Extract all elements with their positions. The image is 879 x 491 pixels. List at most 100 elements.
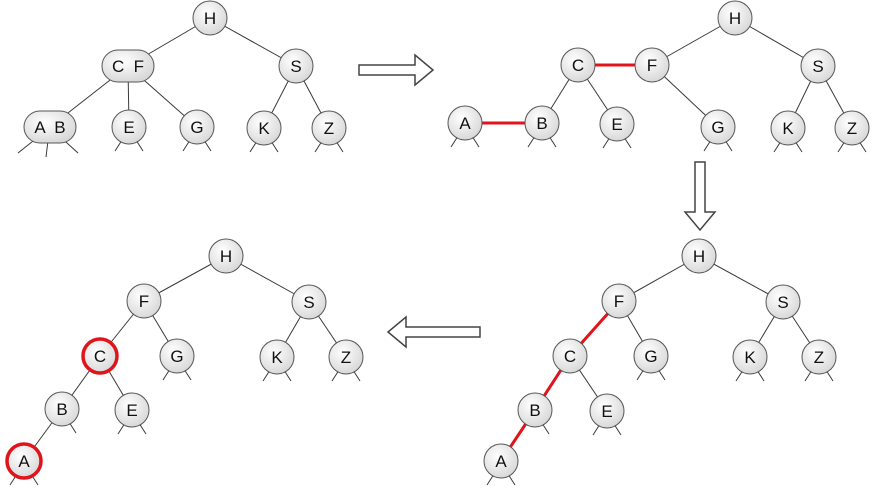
node-e: E <box>589 393 625 429</box>
node-e: E <box>114 392 150 428</box>
node-label: E <box>601 402 612 421</box>
red-node-ring <box>5 442 43 480</box>
node-label: A B <box>34 118 65 137</box>
nodes: H C F S A B E G K Z <box>447 0 870 146</box>
node-b: B <box>44 391 80 427</box>
node-shape <box>765 284 801 320</box>
node-shape <box>246 110 282 146</box>
node-s: S <box>278 48 314 84</box>
node-k: K <box>770 110 806 146</box>
node-shape <box>834 110 870 146</box>
node-label: K <box>744 348 756 367</box>
node-shape <box>634 47 670 83</box>
panel-red-black-tree: H C F S A B E G K Z <box>447 0 870 153</box>
node-shape <box>599 106 635 142</box>
node-label: S <box>812 57 823 76</box>
node-c: C <box>81 337 119 375</box>
node-label: F <box>647 56 657 75</box>
node-f: F <box>634 47 670 83</box>
node-h: H <box>192 0 228 36</box>
red-node-ring <box>81 337 119 375</box>
node-b: B <box>524 105 560 141</box>
node-c: C <box>552 338 588 374</box>
arrow-right-icon <box>358 53 435 87</box>
node-shape <box>447 105 483 141</box>
node-h: H <box>681 238 717 274</box>
node-label: C <box>564 347 576 366</box>
node-k: K <box>732 339 768 375</box>
node-s: S <box>291 284 327 320</box>
node-label: S <box>290 57 301 76</box>
node-g: G <box>633 338 669 374</box>
node-label: Z <box>814 348 824 367</box>
node-label: E <box>123 118 134 137</box>
node-g: G <box>179 109 215 145</box>
node-shape <box>328 339 364 375</box>
node-label: Z <box>324 119 334 138</box>
node-z: Z <box>311 110 347 146</box>
node-g: G <box>159 338 195 374</box>
nodes: H F S C G K Z B E A <box>483 238 837 479</box>
node-label: C <box>572 56 584 75</box>
node-shape <box>114 392 150 428</box>
node-k: K <box>246 110 282 146</box>
node-label: C F <box>112 57 144 76</box>
node-shape <box>770 110 806 146</box>
node-a: A <box>447 105 483 141</box>
node-shape <box>192 0 228 36</box>
node-shape <box>23 110 77 144</box>
node-shape <box>801 339 837 375</box>
node-shape <box>311 110 347 146</box>
node-label: Z <box>847 119 857 138</box>
node-s: S <box>800 48 836 84</box>
node-shape <box>552 338 588 374</box>
node-h: H <box>717 0 753 36</box>
node-label: E <box>611 115 622 134</box>
node-label: S <box>777 293 788 312</box>
node-cf: C F <box>101 49 155 83</box>
node-shape <box>681 238 717 274</box>
node-k: K <box>259 339 295 375</box>
arrow-down-icon <box>683 161 717 232</box>
node-label: G <box>190 118 203 137</box>
panel-binary-tree-red-links: H F S C G K Z B E A <box>483 238 837 486</box>
node-shape <box>291 284 327 320</box>
node-shape <box>259 339 295 375</box>
arrow-left-icon <box>386 315 481 349</box>
node-label: H <box>204 9 216 28</box>
node-shape <box>800 48 836 84</box>
node-shape <box>601 283 637 319</box>
node-label: K <box>271 348 283 367</box>
node-label: H <box>729 9 741 28</box>
node-c: C <box>560 47 596 83</box>
node-shape <box>278 48 314 84</box>
node-g: G <box>700 109 736 145</box>
node-shape <box>101 49 155 83</box>
node-label: S <box>303 293 314 312</box>
node-e: E <box>599 106 635 142</box>
node-label: E <box>126 401 137 420</box>
node-label: C <box>94 347 106 366</box>
node-shape <box>560 47 596 83</box>
node-label: G <box>711 118 724 137</box>
node-shape <box>717 0 753 36</box>
node-label: A <box>495 452 507 471</box>
node-e: E <box>111 109 147 145</box>
node-shape <box>44 391 80 427</box>
node-label: K <box>258 119 270 138</box>
node-f: F <box>601 283 637 319</box>
node-b: B <box>517 392 553 428</box>
node-shape <box>633 338 669 374</box>
node-shape <box>483 443 519 479</box>
panel-two-three-tree: H C F S A B E G K Z <box>17 0 347 158</box>
node-shape <box>589 393 625 429</box>
node-shape <box>208 238 244 274</box>
node-shape <box>524 105 560 141</box>
nodes: H C F S A B E G K Z <box>23 0 347 146</box>
node-shape <box>126 283 162 319</box>
node-shape <box>111 109 147 145</box>
node-label: B <box>529 401 540 420</box>
